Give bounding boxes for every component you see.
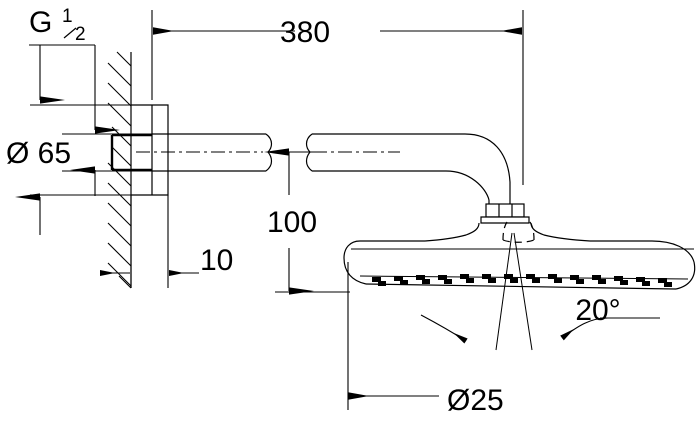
dimension-wall-projection: 10 [100, 195, 233, 288]
dimension-arm-length: 380 [151, 10, 524, 185]
dimension-380-label: 380 [280, 16, 330, 49]
shower-head-nozzle-row [372, 274, 672, 287]
dimension-100-label: 100 [267, 206, 317, 239]
spray-cone-indicator: 20° [420, 232, 660, 351]
thread-label-prefix: G [29, 6, 52, 39]
horizontal-shower-arm [136, 133, 511, 201]
dimension-diameter-65-label: Ø 65 [6, 137, 71, 170]
dimension-diameter-25-label: Ø25 [447, 384, 504, 417]
thread-label-numerator: 1 [62, 6, 73, 27]
dimension-20-degrees-label: 20° [575, 294, 620, 327]
dimension-10-label: 10 [200, 244, 233, 277]
thread-label-denominator: 2 [75, 24, 86, 45]
dimension-flange-diameter: Ø 65 [6, 104, 152, 235]
dimension-drop-height: 100 [264, 148, 350, 295]
g-half-threaded-connector [110, 133, 152, 172]
callout-thread-g-half: G 1 2 [29, 6, 120, 134]
dimension-head-center: Ø25 [347, 262, 504, 417]
shower-head-body [343, 221, 696, 290]
head-ball-joint-nut [480, 203, 530, 224]
